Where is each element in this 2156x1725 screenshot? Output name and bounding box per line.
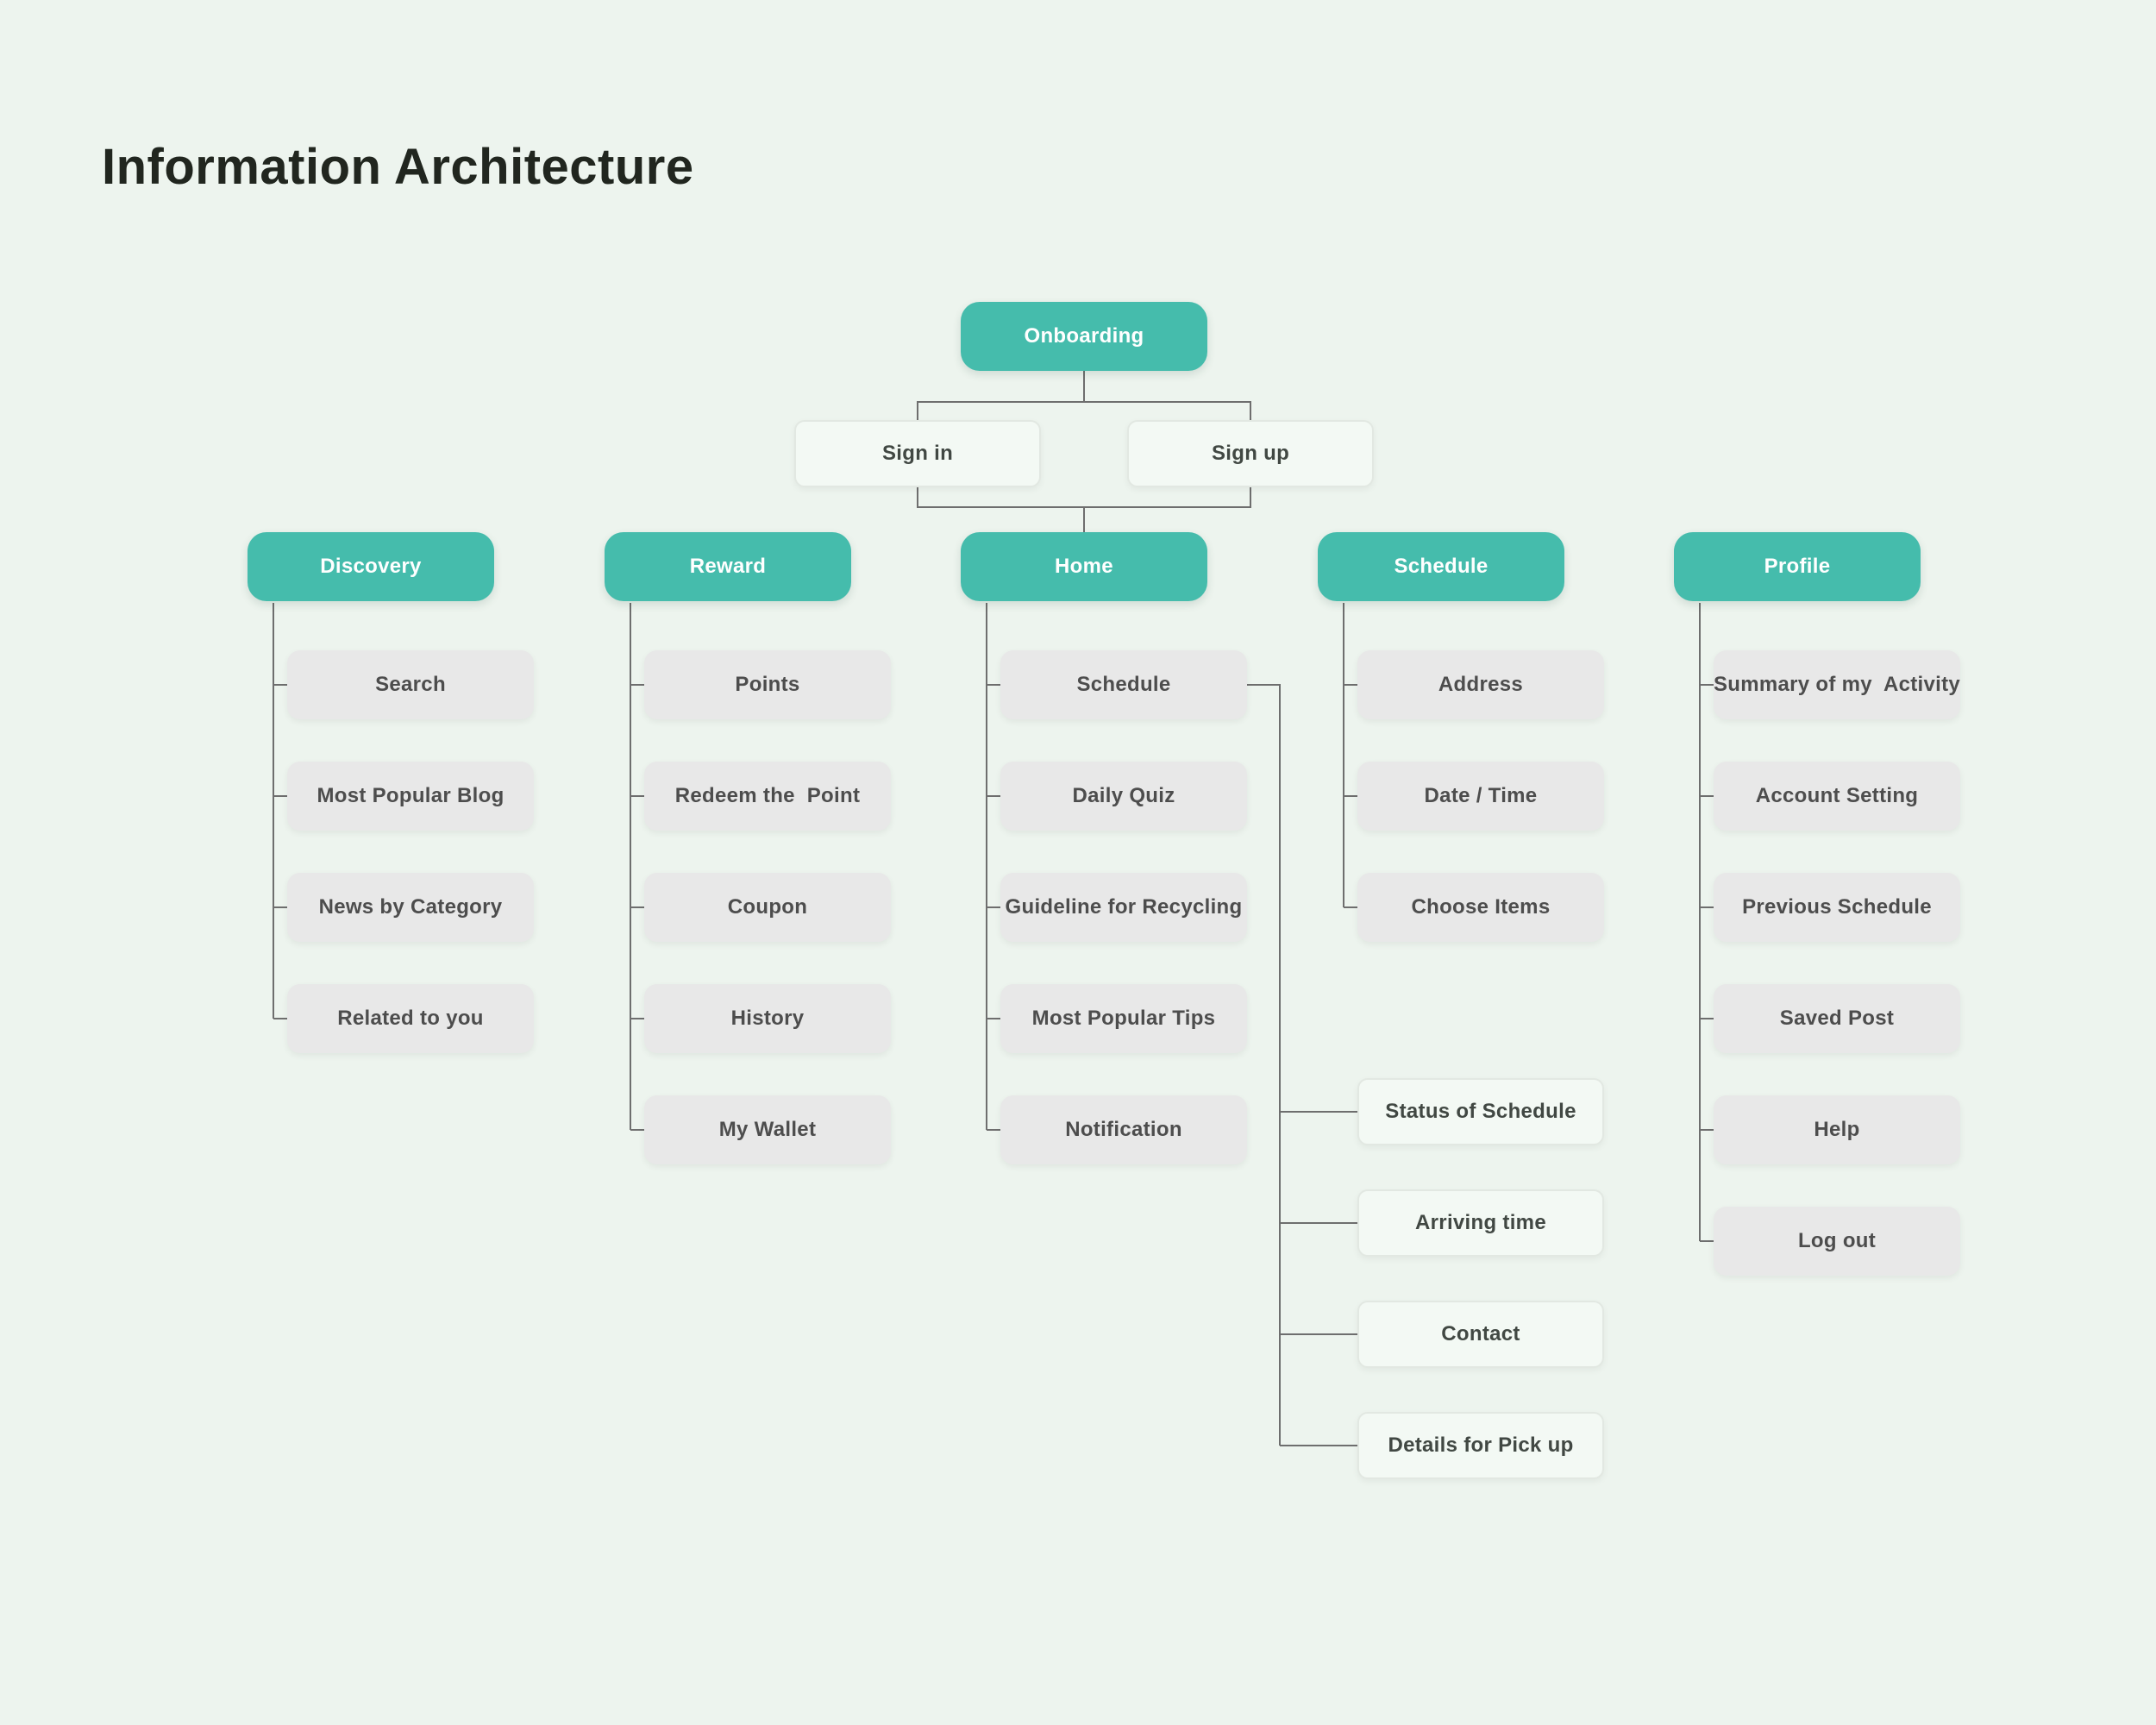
node-status-of-schedule: Status of Schedule: [1357, 1078, 1604, 1145]
node-home-schedule: Schedule: [1000, 650, 1247, 719]
node-most-popular-tips: Most Popular Tips: [1000, 984, 1247, 1053]
node-previous-schedule: Previous Schedule: [1714, 873, 1960, 942]
node-coupon: Coupon: [644, 873, 891, 942]
node-sign-up: Sign up: [1127, 420, 1374, 487]
node-daily-quiz: Daily Quiz: [1000, 762, 1247, 831]
node-history: History: [644, 984, 891, 1053]
node-search: Search: [287, 650, 534, 719]
node-details-for-pick-up: Details for Pick up: [1357, 1412, 1604, 1479]
page-title: Information Architecture: [102, 139, 694, 195]
node-help: Help: [1714, 1095, 1960, 1164]
node-most-popular-blog: Most Popular Blog: [287, 762, 534, 831]
node-header-schedule: Schedule: [1318, 532, 1564, 601]
node-account-setting: Account Setting: [1714, 762, 1960, 831]
node-header-reward: Reward: [605, 532, 851, 601]
node-onboarding: Onboarding: [961, 302, 1207, 371]
node-guideline-for-recycling: Guideline for Recycling: [1000, 873, 1247, 942]
node-saved-post: Saved Post: [1714, 984, 1960, 1053]
node-header-profile: Profile: [1674, 532, 1921, 601]
node-notification: Notification: [1000, 1095, 1247, 1164]
node-contact: Contact: [1357, 1301, 1604, 1368]
node-related-to-you: Related to you: [287, 984, 534, 1053]
node-sign-in: Sign in: [794, 420, 1041, 487]
node-my-wallet: My Wallet: [644, 1095, 891, 1164]
node-header-home: Home: [961, 532, 1207, 601]
node-points: Points: [644, 650, 891, 719]
node-summary-of-my-activity: Summary of my Activity: [1714, 650, 1960, 719]
node-redeem-the-point: Redeem the Point: [644, 762, 891, 831]
node-choose-items: Choose Items: [1357, 873, 1604, 942]
node-news-by-category: News by Category: [287, 873, 534, 942]
node-log-out: Log out: [1714, 1207, 1960, 1276]
node-arriving-time: Arriving time: [1357, 1189, 1604, 1257]
node-address: Address: [1357, 650, 1604, 719]
node-date-time: Date / Time: [1357, 762, 1604, 831]
node-header-discovery: Discovery: [248, 532, 494, 601]
